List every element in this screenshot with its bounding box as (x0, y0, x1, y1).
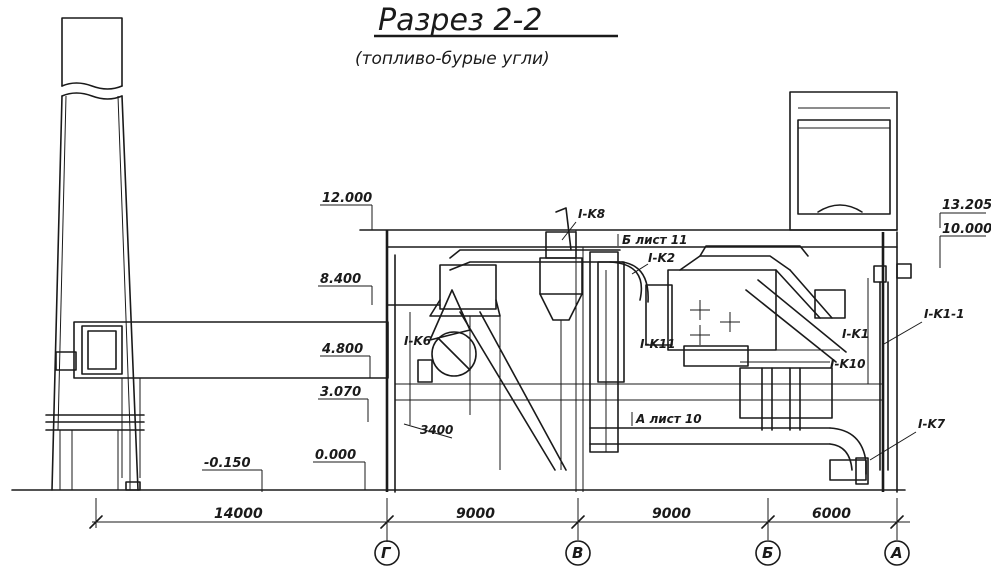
level-12000: 12.000 (322, 191, 372, 206)
tag-k8: I-K8 (578, 207, 605, 221)
level-4800: 4.800 (321, 342, 363, 357)
axis-bubble-g (374, 540, 400, 566)
tag-k2: I-K2 (648, 251, 675, 265)
building-frame (359, 91, 898, 493)
mill-cyclone-group (409, 264, 567, 471)
leader-k2 (631, 263, 649, 275)
leader-k1-1 (883, 321, 923, 345)
tag-k1: I-K1 (842, 327, 869, 341)
axis-label-b: Б (762, 544, 773, 562)
axis-bubble-v (565, 540, 591, 566)
axis-bubble-b (755, 540, 781, 566)
level-marks-left (202, 204, 373, 492)
level-3070: 3.070 (320, 385, 361, 400)
boiler (645, 245, 847, 431)
lower-pipe (589, 427, 869, 485)
dim-3400: 3400 (420, 423, 453, 437)
dim-9000-left: 9000 (456, 506, 495, 522)
right-risers (867, 263, 912, 471)
tag-sheet-10: А лист 10 (635, 412, 702, 426)
leader-3400 (403, 423, 453, 439)
level-8400: 8.400 (320, 272, 361, 287)
tag-k7: I-K7 (918, 417, 946, 431)
drawing-subtitle: (топливо-бурые угли) (355, 49, 550, 69)
level-10000: 10.000 (942, 222, 991, 237)
axis-label-g: Г (381, 544, 392, 562)
level-0000: 0.000 (315, 448, 356, 463)
separator-column (589, 251, 649, 453)
leader-k8 (561, 221, 577, 241)
tag-k1-1: I-K1-1 (924, 307, 964, 321)
level-13205: 13.205 (942, 198, 991, 213)
level-minus-0150: -0.150 (204, 456, 251, 471)
dimension-line (89, 498, 910, 540)
drawing-title: Разрез 2-2 (378, 3, 542, 38)
tag-k10: I-K10 (830, 357, 865, 371)
leader-k7 (869, 431, 917, 461)
level-marks-right (939, 212, 986, 268)
dim-6000: 6000 (812, 506, 851, 522)
axis-bubble-a (884, 540, 910, 566)
dim-14000: 14000 (214, 506, 263, 522)
top-pipe (449, 207, 621, 470)
dim-9000-right: 9000 (652, 506, 691, 522)
tag-k6: I-K6 (404, 334, 431, 348)
axis-label-a: А (890, 544, 903, 562)
axis-label-v: В (572, 544, 583, 562)
tag-k11: I-K11 (640, 337, 675, 351)
chimney (45, 17, 145, 491)
tag-sheet-11: Б лист 11 (622, 233, 687, 247)
